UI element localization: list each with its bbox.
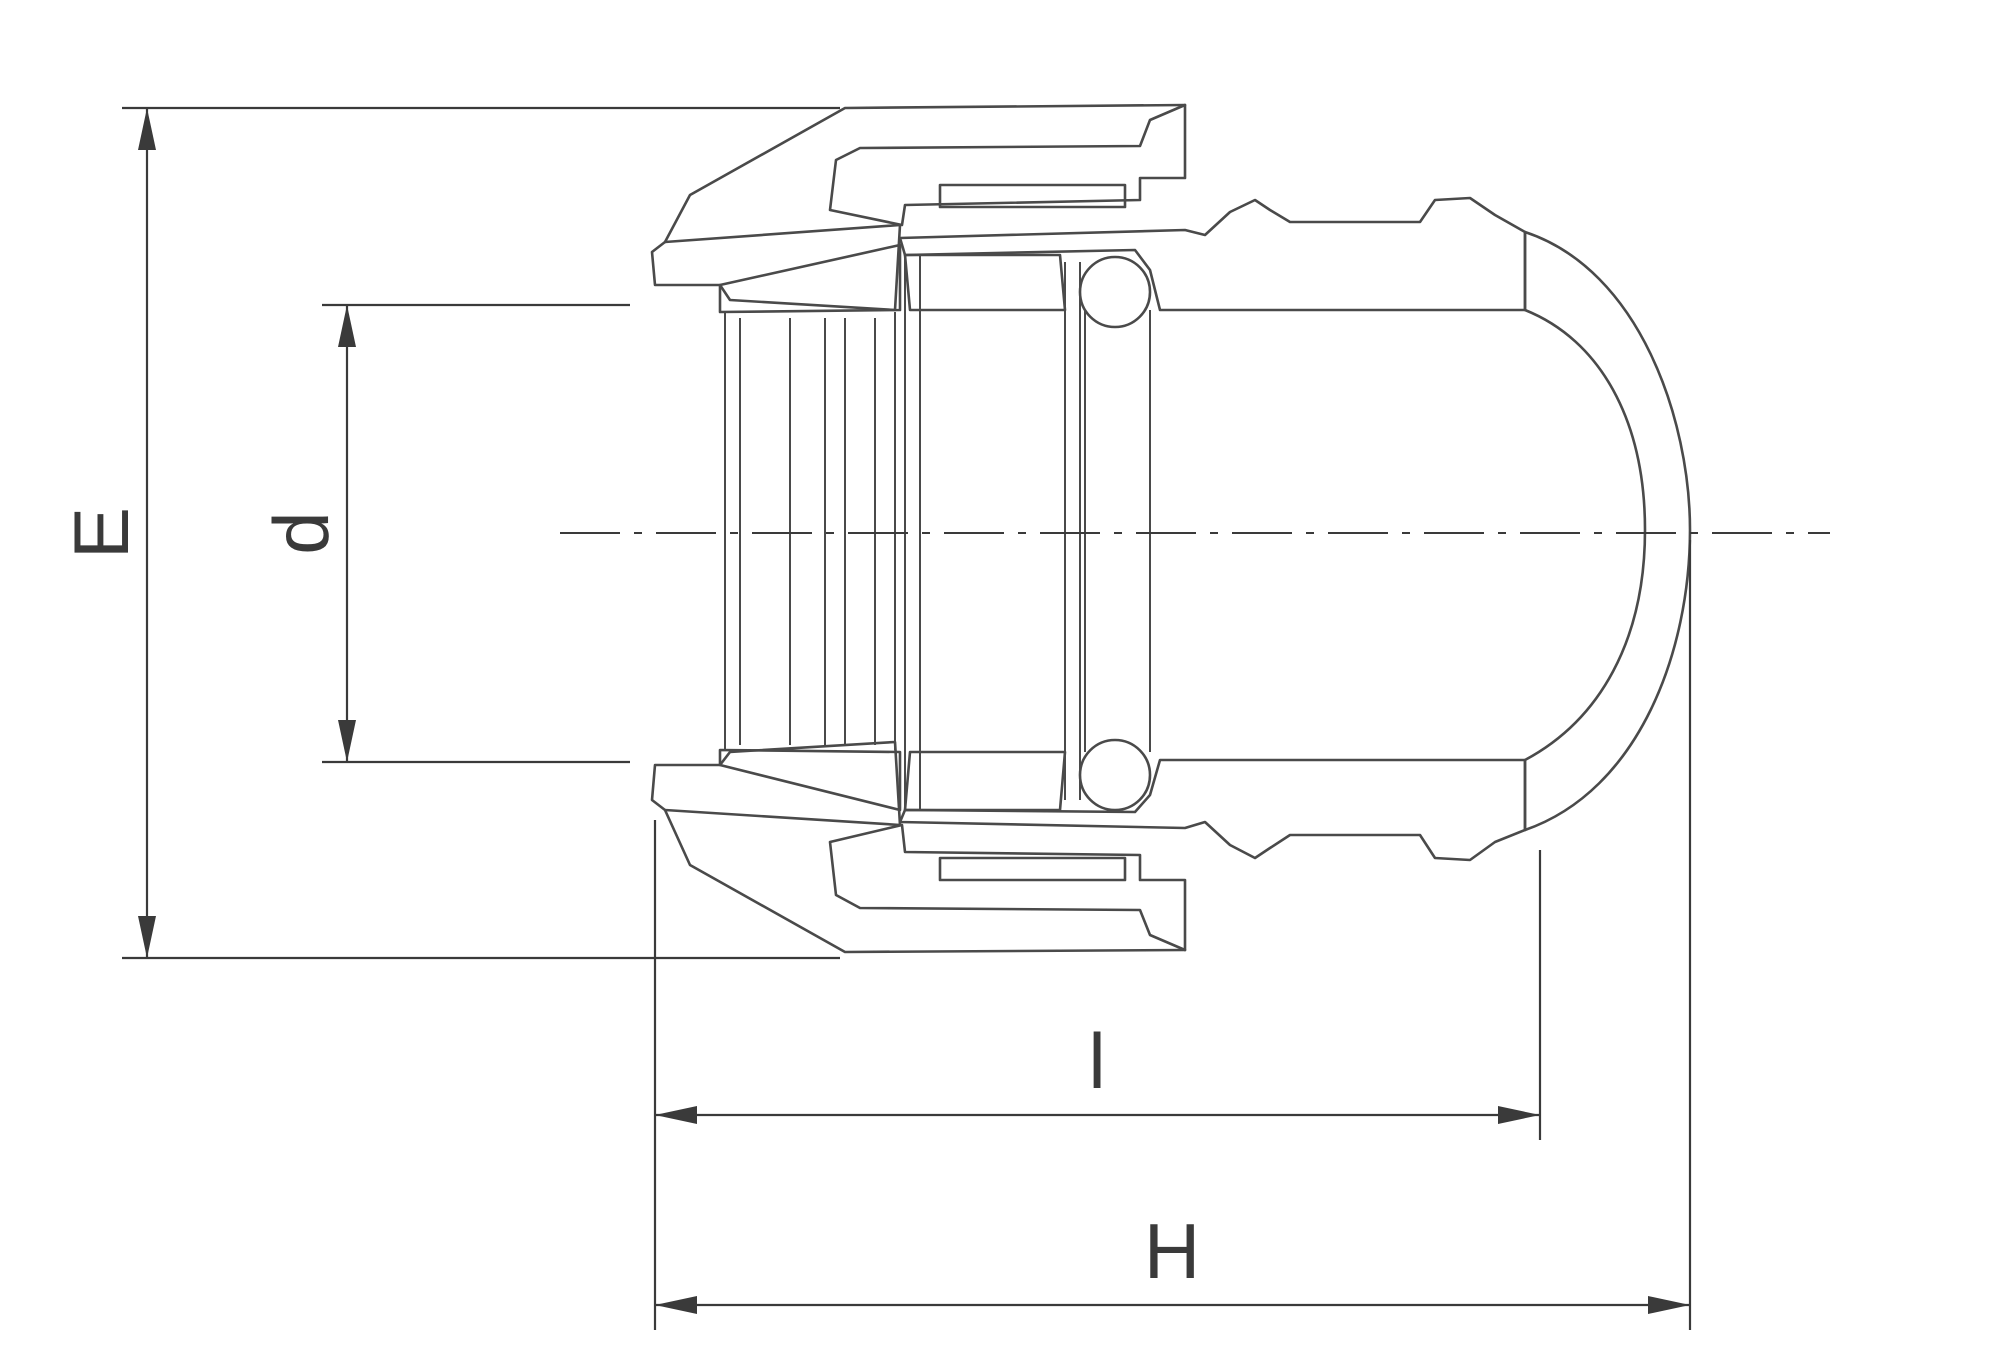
label-l: l (1088, 1017, 1105, 1105)
label-d: d (257, 511, 345, 554)
nut-seal (938, 183, 1127, 882)
dimension-H: H (655, 540, 1692, 1330)
cap-body (898, 196, 1692, 862)
grip-ring (718, 243, 902, 812)
dimension-d: d (257, 303, 630, 764)
o-ring-bottom (1078, 738, 1152, 812)
dimension-l: l (653, 820, 1542, 1330)
label-H: H (1144, 1207, 1200, 1295)
nut-body (650, 103, 1187, 952)
label-E: E (57, 507, 145, 559)
o-ring-top (1078, 255, 1152, 329)
dimension-E: E (57, 106, 840, 960)
